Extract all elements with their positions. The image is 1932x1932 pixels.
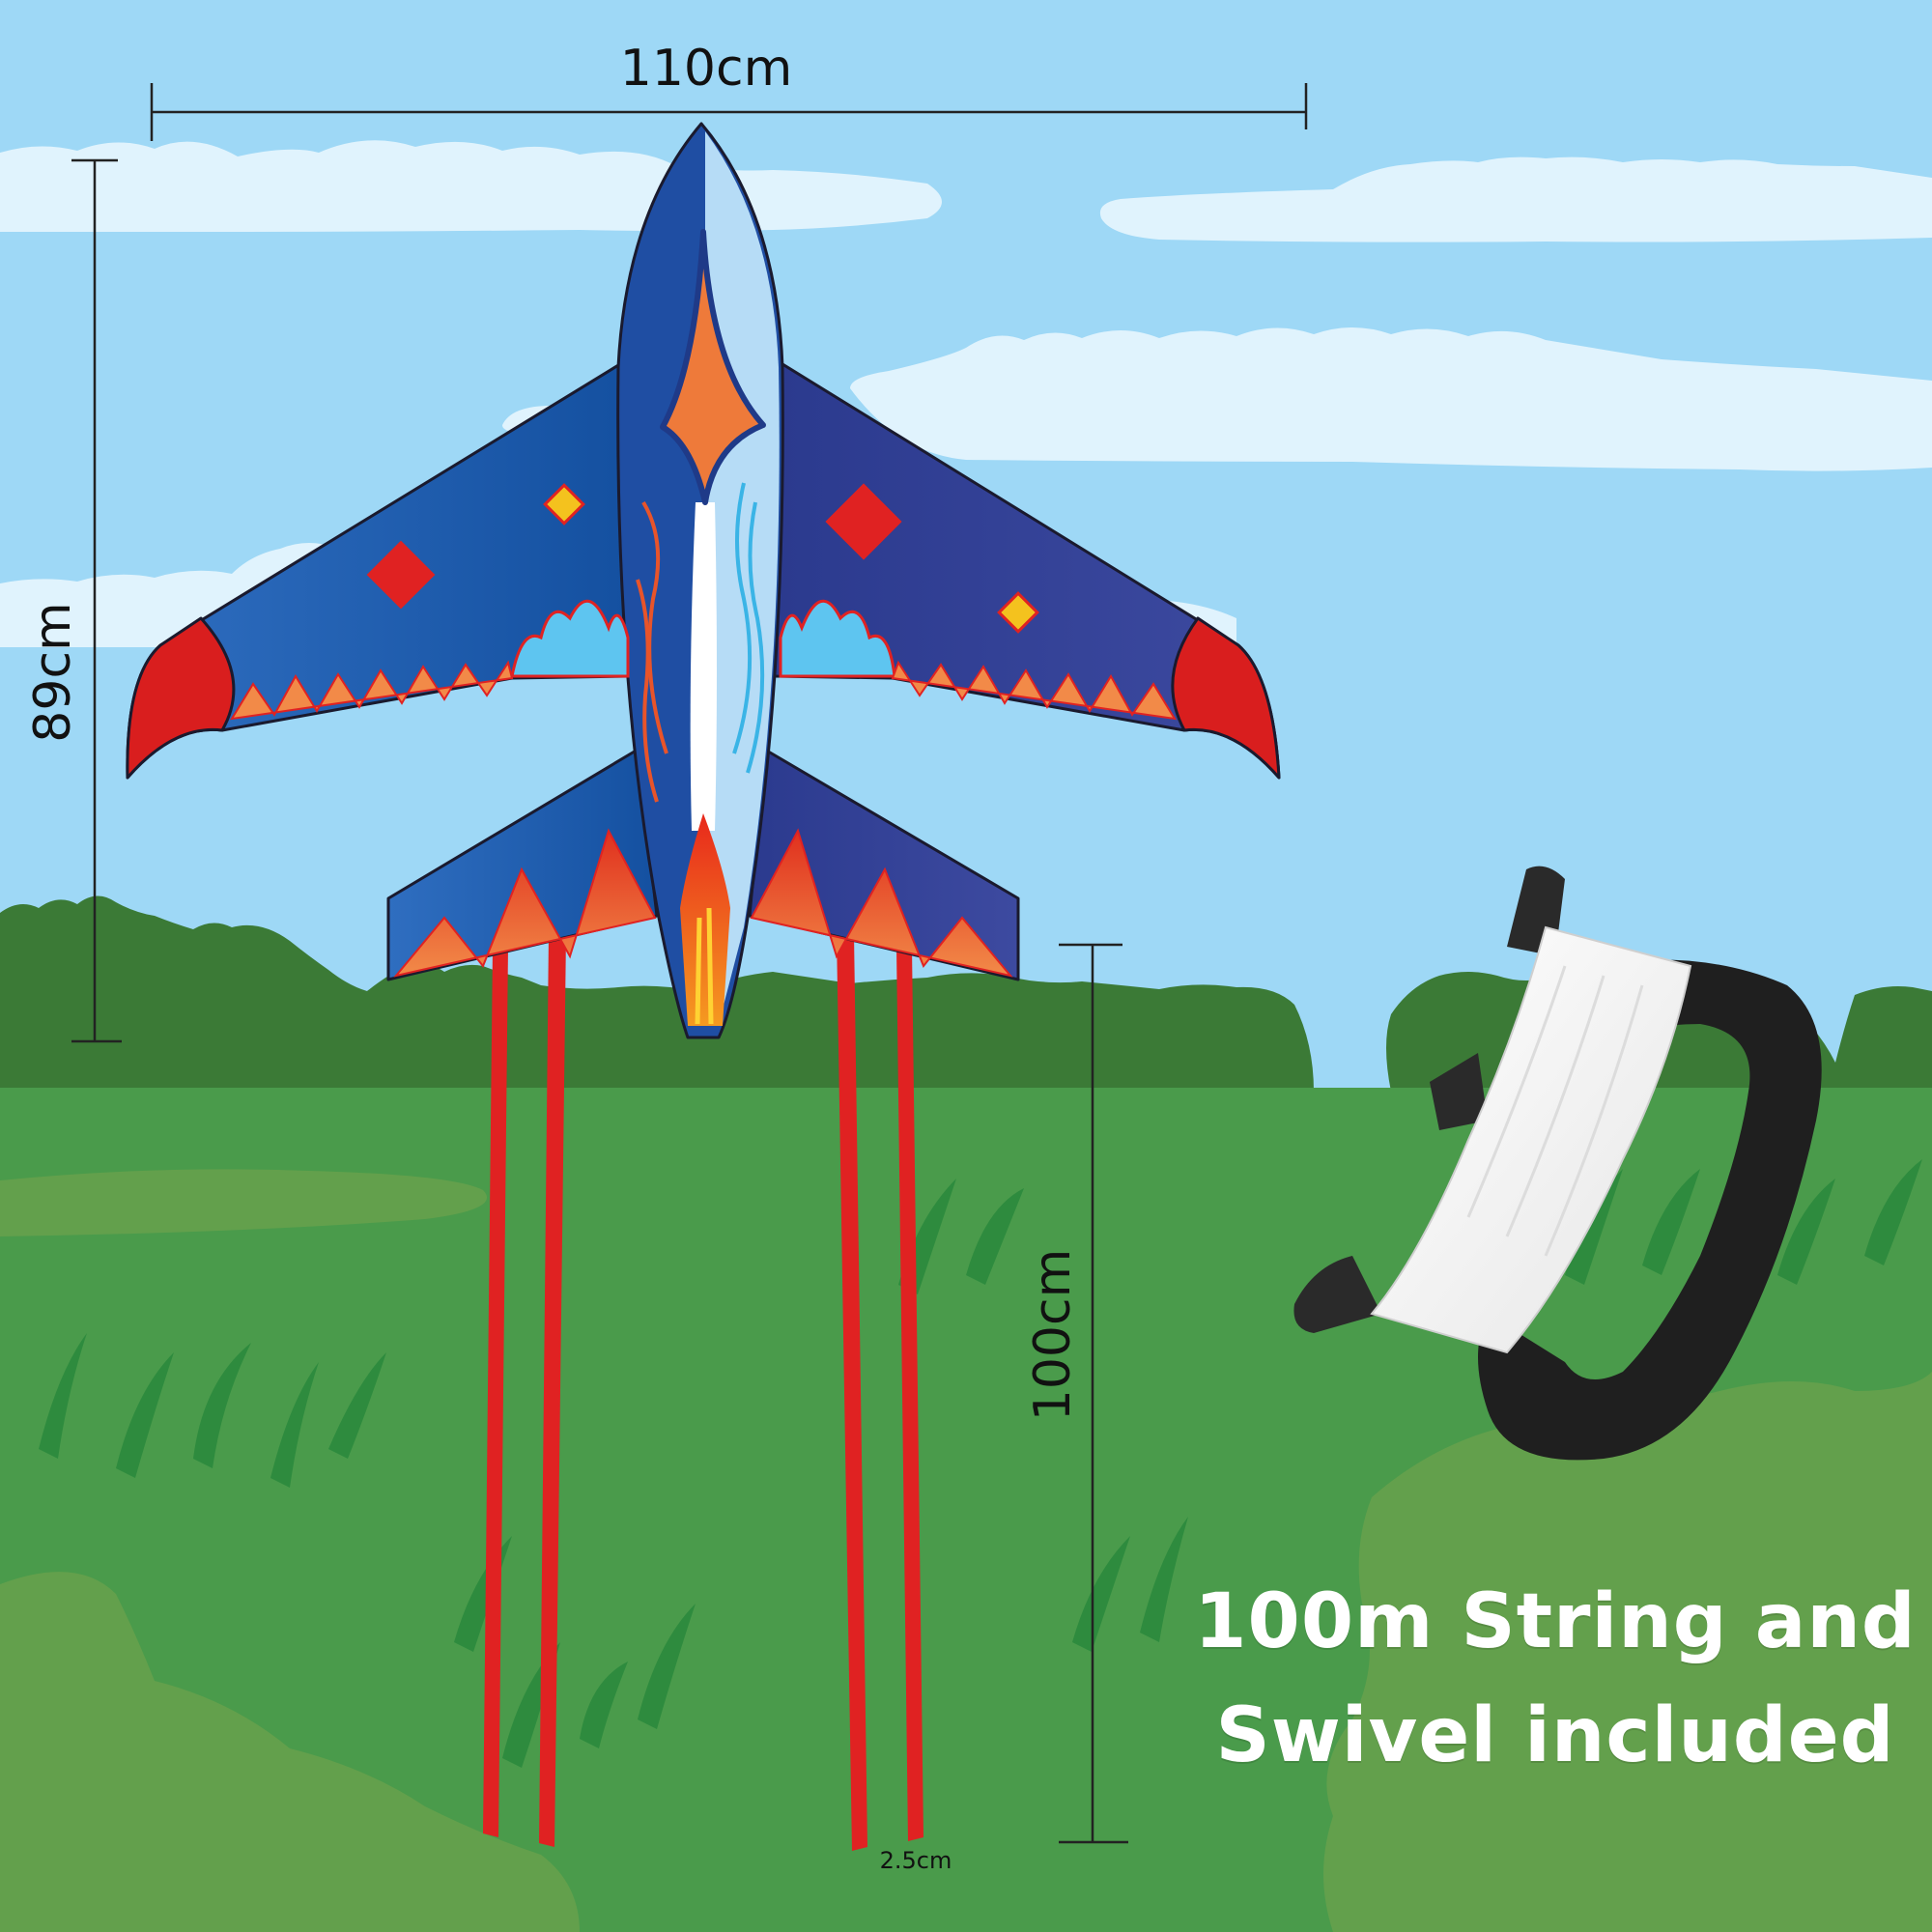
wingspan-label: 110cm	[620, 40, 793, 98]
tail-3	[837, 933, 867, 1851]
kite-tails	[483, 933, 923, 1851]
grass-blades	[39, 1159, 1922, 1768]
tree-line	[0, 895, 1314, 1092]
caption-line-1: 100m String and	[1194, 1578, 1917, 1665]
jet-flame	[680, 813, 730, 1026]
left-wingtip	[126, 616, 236, 780]
fuselage-stripe	[690, 502, 717, 831]
string-spool	[1370, 925, 1692, 1354]
jet-flame-core	[695, 907, 714, 1025]
tail-width-label: 2.5cm	[880, 1847, 952, 1874]
tail-4	[896, 947, 923, 1841]
grass-patches	[0, 1169, 1932, 1932]
caption-line-2: Swivel included	[1215, 1692, 1895, 1779]
string-reel	[1293, 866, 1822, 1461]
tail-1	[483, 947, 508, 1837]
wing-decorations	[230, 482, 1177, 978]
tail-length-label: 100cm	[1024, 1249, 1082, 1422]
included-accessories-caption: 100m String and Swivel included	[1188, 1565, 1922, 1793]
right-wingtip	[1171, 616, 1281, 780]
reel-arm-left	[1430, 1053, 1488, 1130]
reel-handle	[1478, 959, 1822, 1461]
reel-arm-bottom	[1293, 1256, 1381, 1333]
cockpit	[660, 229, 766, 505]
dimension-lines	[71, 83, 1308, 1844]
tail-2	[539, 933, 566, 1847]
height-label: 89cm	[24, 602, 82, 742]
